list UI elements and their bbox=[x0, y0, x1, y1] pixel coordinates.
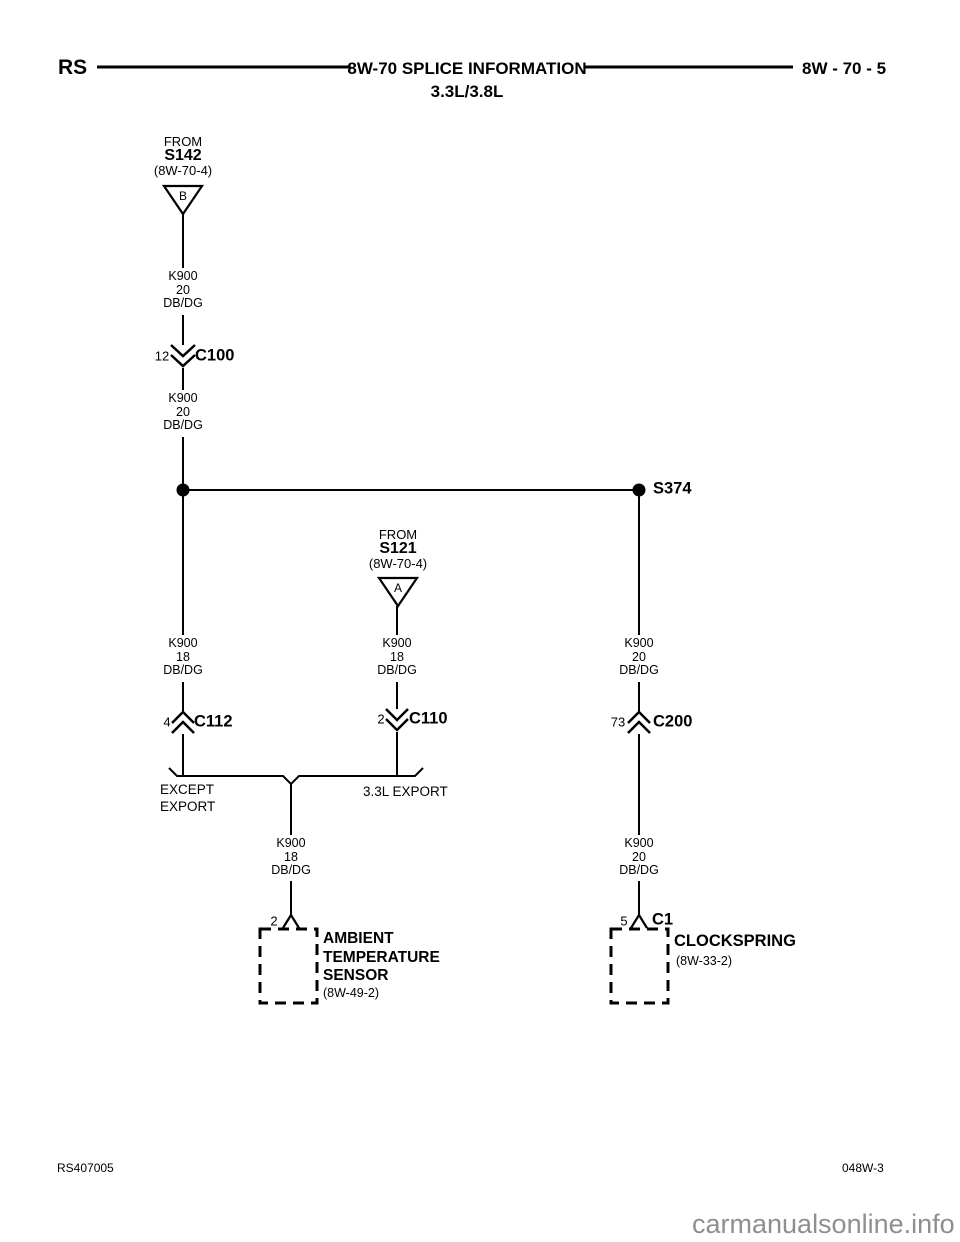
wire-color: DB/DG bbox=[271, 863, 311, 878]
wire-color: DB/DG bbox=[163, 663, 203, 678]
wire-circuit: K900 bbox=[168, 391, 198, 405]
connector-symbol-c200 bbox=[627, 710, 651, 724]
branch-line: EXPORT bbox=[160, 798, 216, 814]
c100-pin: 12 bbox=[154, 348, 170, 364]
c200-name: C200 bbox=[653, 712, 693, 731]
s142-triangle-pin: B bbox=[178, 189, 188, 203]
pin-chevron-ambient bbox=[282, 912, 300, 929]
ambient-sensor-label: AMBIENT TEMPERATURE SENSOR bbox=[323, 930, 440, 986]
wire-label-w2: K900 20 DB/DG bbox=[163, 391, 203, 433]
wire-circuit: K900 bbox=[168, 269, 198, 283]
connector-symbol-c112 bbox=[171, 720, 195, 734]
page-subtitle: 3.3L/3.8L bbox=[430, 82, 504, 101]
wire-circuit: K900 bbox=[276, 836, 306, 850]
component-box-ambient bbox=[258, 927, 319, 1005]
connector-symbol-c200 bbox=[627, 720, 651, 734]
splice-dot-s374 bbox=[632, 483, 646, 497]
s142-id: S142 bbox=[164, 147, 202, 164]
connector-symbol-c112 bbox=[171, 710, 195, 724]
wire-label-w3: K900 18 DB/DG bbox=[163, 636, 203, 678]
s121-id: S121 bbox=[379, 540, 417, 557]
c200-pin: 73 bbox=[610, 714, 626, 730]
wire-label-w5: K900 20 DB/DG bbox=[619, 636, 659, 678]
c112-pin: 4 bbox=[163, 714, 171, 730]
ambient-sensor-ref: (8W-49-2) bbox=[323, 986, 380, 1000]
wire-color: DB/DG bbox=[163, 296, 203, 311]
s142-ref: (8W-70-4) bbox=[153, 163, 213, 178]
s142-from-label: FROM bbox=[163, 134, 203, 149]
wire-label-w4: K900 18 DB/DG bbox=[377, 636, 417, 678]
wire-label-w6: K900 18 DB/DG bbox=[271, 836, 311, 878]
c112-name: C112 bbox=[194, 712, 233, 731]
connector-symbol-c100 bbox=[170, 344, 196, 358]
watermark: carmanualsonline.info bbox=[692, 1209, 955, 1239]
branch-label-except-export: EXCEPT EXPORT bbox=[160, 782, 215, 815]
wire-color: DB/DG bbox=[619, 663, 659, 678]
wire-gauge: 18 bbox=[176, 649, 190, 664]
c110-name: C110 bbox=[409, 709, 448, 728]
c1-pin: 5 bbox=[620, 913, 628, 929]
component-name-line: SENSOR bbox=[323, 967, 389, 984]
wire-label-w7: K900 20 DB/DG bbox=[619, 836, 659, 878]
wire-label-w1: K900 20 DB/DG bbox=[163, 269, 203, 311]
ambient-pin: 2 bbox=[270, 913, 278, 929]
wire-gauge: 20 bbox=[176, 404, 190, 419]
c1-name: C1 bbox=[652, 910, 674, 929]
page-model-label: RS bbox=[58, 56, 88, 79]
component-name-line: AMBIENT bbox=[323, 930, 394, 947]
clockspring-ref: (8W-33-2) bbox=[676, 954, 733, 968]
connector-symbol-c110 bbox=[385, 708, 409, 722]
wire-gauge: 20 bbox=[632, 849, 646, 864]
s374-label: S374 bbox=[653, 479, 692, 498]
page-title: 8W-70 SPLICE INFORMATION bbox=[347, 59, 587, 78]
wire-circuit: K900 bbox=[382, 636, 412, 650]
connector-symbol-c100 bbox=[170, 354, 196, 368]
wire-color: DB/DG bbox=[619, 863, 659, 878]
component-box-clockspring bbox=[609, 927, 670, 1005]
branch-line: EXCEPT bbox=[160, 782, 215, 797]
c110-pin: 2 bbox=[377, 711, 385, 727]
footer-sheet-number: 048W-3 bbox=[842, 1161, 884, 1175]
page-number: 8W - 70 - 5 bbox=[802, 59, 887, 78]
wire-circuit: K900 bbox=[168, 636, 198, 650]
connector-symbol-c110 bbox=[385, 718, 409, 732]
wire-gauge: 20 bbox=[632, 649, 646, 664]
s121-triangle-pin: A bbox=[393, 581, 403, 595]
clockspring-label: CLOCKSPRING bbox=[674, 932, 796, 950]
source-triangle-a bbox=[376, 576, 420, 608]
wire-gauge: 18 bbox=[390, 649, 404, 664]
source-triangle-b bbox=[161, 184, 205, 216]
pin-chevron-c1 bbox=[630, 912, 648, 929]
branch-label-33l-export: 3.3L EXPORT bbox=[363, 784, 448, 799]
wire-circuit: K900 bbox=[624, 636, 654, 650]
wire-color: DB/DG bbox=[163, 418, 203, 433]
component-name-line: TEMPERATURE bbox=[323, 948, 440, 966]
wire-circuit: K900 bbox=[624, 836, 654, 850]
c100-name: C100 bbox=[195, 346, 235, 365]
s121-from-label: FROM bbox=[378, 527, 418, 542]
wire-gauge: 20 bbox=[176, 282, 190, 297]
s121-ref: (8W-70-4) bbox=[368, 556, 428, 571]
footer-doc-number: RS407005 bbox=[57, 1161, 114, 1175]
wire-gauge: 18 bbox=[284, 849, 298, 864]
wire-color: DB/DG bbox=[377, 663, 417, 678]
